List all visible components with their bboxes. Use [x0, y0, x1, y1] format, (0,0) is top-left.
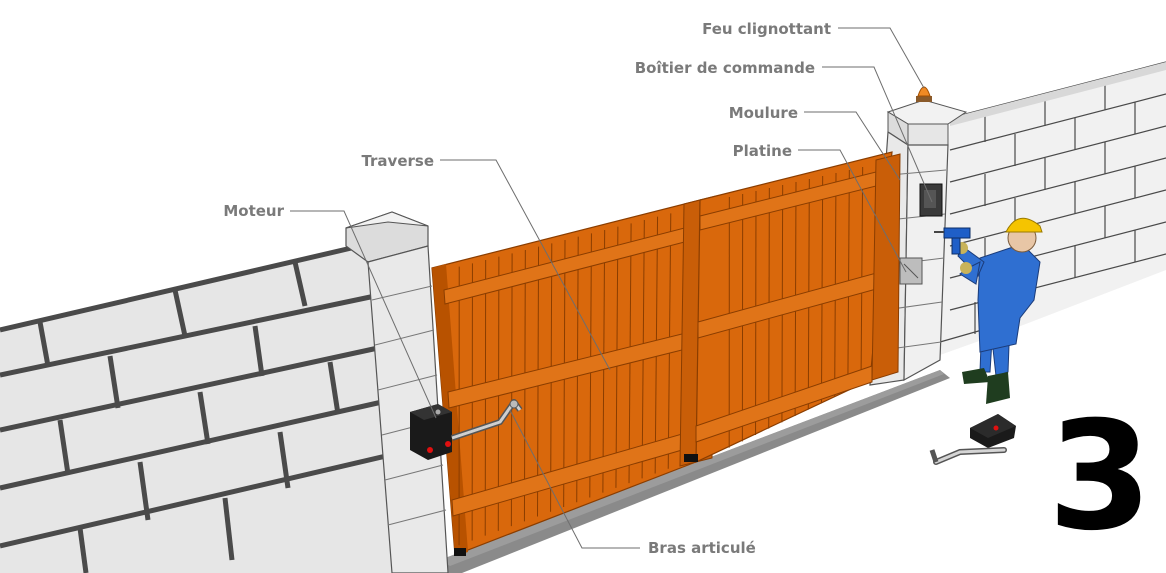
flashing-light: [916, 86, 932, 102]
worker: [934, 217, 1043, 404]
gate-right-leaf: [695, 151, 901, 463]
label-boitier-commande: Boîtier de commande: [635, 59, 815, 77]
gate-stop: [454, 548, 466, 556]
articulated-arm: [451, 399, 523, 441]
step-number: 3: [1048, 390, 1152, 564]
mounting-plate: [899, 257, 923, 285]
label-moulure: Moulure: [729, 104, 798, 122]
label-traverse: Traverse: [361, 152, 434, 170]
gate-plank-line: [860, 166, 864, 385]
label-feu-clignottant: Feu clignottant: [702, 20, 831, 38]
leader-lines: [290, 27, 933, 549]
motor-spare: [970, 414, 1016, 448]
label-platine: Platine: [733, 142, 792, 160]
gate-left-leaf: [431, 195, 717, 556]
gate-stop: [684, 454, 698, 462]
motor: [410, 404, 452, 460]
left-pillar: [345, 211, 449, 573]
left-wall: [0, 243, 392, 573]
right-wall: [939, 61, 1166, 355]
label-bras-articule: Bras articulé: [648, 539, 756, 557]
label-moteur: Moteur: [223, 202, 284, 220]
articulated-arm-spare: [929, 447, 1007, 465]
